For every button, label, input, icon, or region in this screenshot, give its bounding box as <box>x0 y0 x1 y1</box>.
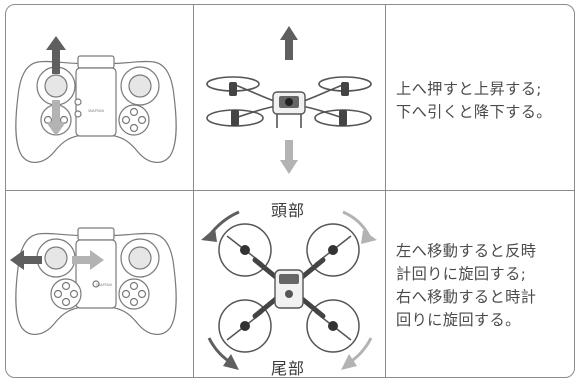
drone-tail-label: 尾部 <box>271 359 306 378</box>
instruction-line: 右へ移動すると時計 <box>396 288 537 306</box>
drone-yaw-rotation-illustration <box>201 210 377 370</box>
row-divider <box>5 190 575 192</box>
instruction-line: 上へ押すと上昇する; <box>396 80 542 98</box>
instruction-line: 回りに旋回する。 <box>396 311 521 329</box>
drone-head-label: 頭部 <box>271 201 306 220</box>
instruction-text-ascend-descend: 上へ押すと上昇する; 下へ引くと降下する。 <box>396 78 572 124</box>
instruction-line: 左へ移動すると反時 <box>396 242 537 260</box>
instruction-text-yaw-rotation: 左へ移動すると反時 計回りに旋回する; 右へ移動すると時計 回りに旋回する。 <box>396 240 572 332</box>
controller-brand-label: SNAPTAIN <box>96 283 112 287</box>
arrow-right-icon <box>72 250 104 270</box>
arrow-left-icon <box>10 250 42 270</box>
drone-ascend-descend-illustration <box>206 26 372 174</box>
instruction-line: 計回りに旋回する; <box>396 265 527 283</box>
instruction-line: 下へ引くと降下する。 <box>396 103 552 121</box>
controller-brand-label: SNAPTAIN <box>88 109 104 113</box>
controller-throttle-up-down-illustration: SNAPTAIN <box>15 36 177 163</box>
controller-yaw-left-right-illustration: SNAPTAIN <box>10 227 177 335</box>
arrow-up-icon <box>280 26 298 60</box>
arrow-down-icon <box>280 140 298 174</box>
